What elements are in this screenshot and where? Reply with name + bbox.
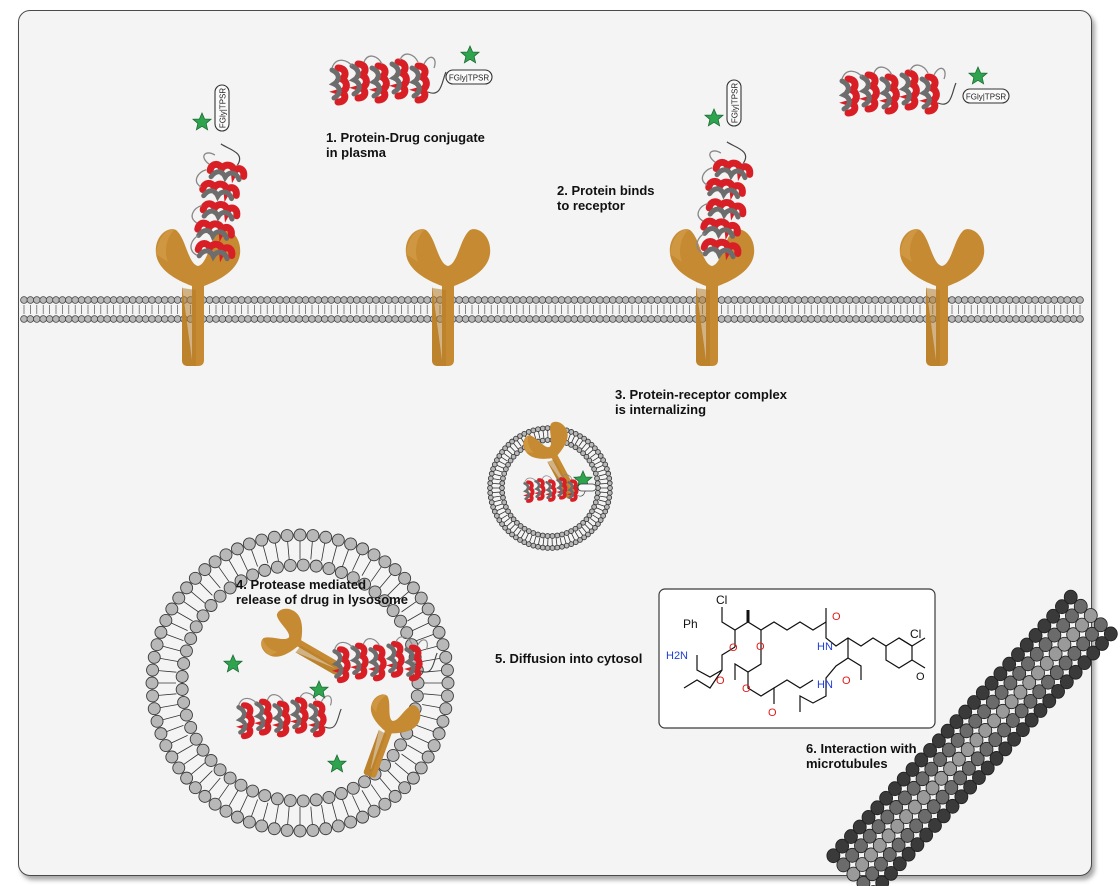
atom-o: O xyxy=(756,641,765,653)
atom-o: O xyxy=(768,707,777,719)
tag-label: FGly|TPSR xyxy=(449,74,490,83)
step-6-label: 6. Interaction with microtubules xyxy=(806,741,917,771)
cell-membrane xyxy=(20,296,1084,323)
drug-star-icon xyxy=(968,66,988,85)
atom-o: O xyxy=(832,611,841,623)
tag-label: FGly|TPSR xyxy=(219,88,228,129)
drug-star-icon xyxy=(327,754,347,773)
drug-star-icon xyxy=(192,112,212,131)
atom-hn: HN xyxy=(817,641,833,653)
atom-o: O xyxy=(729,642,738,654)
lysosome xyxy=(145,528,455,838)
drug-structure: Cl Ph O O O O O O O HN HN H2N Cl O xyxy=(658,588,936,729)
step-4-label: 4. Protease mediated release of drug in … xyxy=(236,577,408,607)
drug-star-icon xyxy=(460,45,480,64)
atom-o: O xyxy=(742,683,751,695)
atom-h2n: H2N xyxy=(666,650,688,662)
released-receptor xyxy=(348,691,424,786)
tag-label: FGly|TPSR xyxy=(966,93,1007,102)
step-3-label: 3. Protein-receptor complex is internali… xyxy=(615,387,787,417)
atom-o: O xyxy=(842,675,851,687)
released-protein xyxy=(239,693,342,736)
tag-label: FGly|TPSR xyxy=(731,83,740,124)
step-1-label: 1. Protein-Drug conjugate in plasma xyxy=(326,130,485,160)
microtubule xyxy=(826,589,1118,886)
atom-cl: Cl xyxy=(910,627,921,641)
protein-drug-conjugate xyxy=(332,54,446,102)
protein-drug-conjugate xyxy=(842,65,956,113)
atom-o: O xyxy=(916,671,925,683)
endosome xyxy=(487,425,613,551)
bound-protein xyxy=(183,141,250,262)
atom-cl: Cl xyxy=(716,593,727,607)
drug-star-icon xyxy=(704,108,724,127)
atom-hn: HN xyxy=(817,679,833,691)
step-2-label: 2. Protein binds to receptor xyxy=(557,183,655,213)
atom-o: O xyxy=(716,675,725,687)
tag: FGly|TPSR xyxy=(962,88,1010,104)
step-5-label: 5. Diffusion into cytosol xyxy=(495,651,643,666)
tag: FGly|TPSR xyxy=(214,84,230,132)
tag: FGly|TPSR xyxy=(726,79,742,127)
tag: FGly|TPSR xyxy=(445,69,493,85)
drug-star-icon xyxy=(223,654,243,673)
atom-ph: Ph xyxy=(683,617,698,631)
